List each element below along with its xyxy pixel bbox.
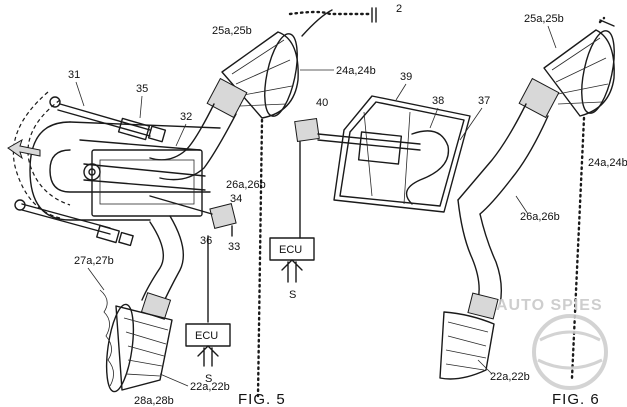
figure-5-caption: FIG. 5 (238, 391, 286, 407)
label-24-left: 24a,24b (336, 65, 376, 77)
label-32: 32 (180, 111, 192, 123)
fig6-upper-horn (518, 29, 615, 119)
label-38: 38 (432, 95, 444, 107)
ecu-right-signal: S (289, 289, 296, 301)
label-40: 40 (316, 97, 328, 109)
fig6-dotted-link (570, 116, 586, 380)
ecu-box-right: ECU S (269, 237, 315, 301)
label-22-right: 22a,22b (490, 371, 530, 383)
fig5-drawing (7, 7, 377, 398)
fig5-upper-duct (149, 103, 237, 181)
fig6-dotted-top (598, 16, 606, 24)
ecu-right-label: ECU (279, 244, 302, 256)
fig5-upper-horn (206, 31, 299, 119)
fig6-housing (333, 95, 471, 213)
label-25-right: 25a,25b (524, 13, 564, 25)
fig5-lower-duct (140, 215, 184, 320)
label-26-left: 26a,26b (226, 179, 266, 191)
watermark-text: AUTO SPIES (496, 297, 603, 314)
label-37: 37 (478, 95, 490, 107)
label-22-left: 22a,22b (190, 381, 230, 393)
fig6-actuator (294, 118, 421, 239)
label-26-right: 26a,26b (520, 211, 560, 223)
label-27: 27a,27b (74, 255, 114, 267)
label-28: 28a,28b (134, 395, 174, 407)
ecu-left-label: ECU (195, 330, 218, 342)
fig5-dotted-link (256, 118, 264, 398)
ecu-left-signal: S (205, 373, 212, 385)
fig6-lower-horn (439, 311, 495, 380)
label-39: 39 (400, 71, 412, 83)
fig5-lower-horn (99, 289, 173, 393)
fig5-mechanism (7, 91, 221, 247)
label-36: 36 (200, 235, 212, 247)
label-35: 35 (136, 83, 148, 95)
watermark: AUTO SPIES (496, 297, 608, 390)
label-31: 31 (68, 69, 80, 81)
label-2: 2 (396, 3, 402, 15)
rotation-arrow-icon (7, 138, 41, 160)
fig6-drawing (294, 16, 615, 380)
label-34: 34 (230, 193, 242, 205)
label-24-right: 24a,24b (588, 157, 627, 169)
figure-6-caption: FIG. 6 (552, 391, 600, 407)
label-33: 33 (228, 241, 240, 253)
label-25-left: 25a,25b (212, 25, 252, 37)
fig5-dotted-top (288, 10, 374, 16)
fig6-duct (457, 103, 549, 320)
ecu-box-left: ECU S (185, 323, 231, 385)
watermark-globe-icon (532, 314, 608, 390)
fig5-actuator (149, 195, 237, 323)
reference-labels: 2 25a,25b 24a,24b 31 35 32 26a,26b 34 36… (68, 3, 627, 407)
